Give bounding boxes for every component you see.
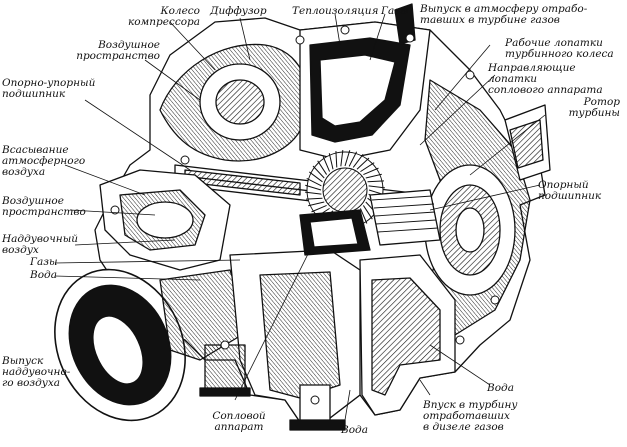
turbine-blade: [368, 185, 386, 189]
leader-lines: [54, 13, 546, 421]
turbine-blade: [335, 151, 338, 168]
turbine-blade: [322, 156, 331, 172]
turbine-blade: [356, 157, 370, 170]
turbine-blade: [305, 184, 322, 191]
label-gases-left: Газы: [30, 256, 58, 268]
label-turbine-rotor: Ротор турбины: [568, 96, 620, 119]
label-water-left: Вода: [30, 269, 57, 281]
turbine-blade: [363, 167, 379, 176]
label-compressor-wheel: Колесо компрессора: [127, 5, 200, 28]
label-exhaust-atmosphere: Выпуск в атмосферу отрабо- тавших в турб…: [420, 3, 588, 26]
turbine-blade: [306, 197, 323, 200]
turbine-blade: [308, 201, 325, 207]
turbine-blade: [306, 177, 322, 187]
turbine-blade: [344, 150, 351, 167]
turbine-blade: [309, 171, 323, 183]
turbine-blade: [304, 191, 322, 195]
label-thermal-insulation: Теплоизоляция: [292, 5, 379, 17]
turbine-blade: [340, 149, 344, 167]
turbine-blade: [362, 205, 373, 220]
label-support-bearing: Опорный подшипник: [538, 179, 602, 202]
turbine-blade: [328, 153, 334, 170]
label-gases-top: Газы: [381, 5, 409, 17]
label-boost-air-outlet: Выпуск наддувочно- го воздуха: [2, 355, 71, 389]
label-diffuser: Диффузор: [210, 5, 267, 17]
turbine-blade: [352, 154, 364, 168]
label-water-bottom: Вода: [341, 424, 368, 436]
turbine-blade: [311, 204, 327, 213]
turbine-blade: [312, 165, 325, 179]
label-nozzle: Сопловой аппарат: [212, 410, 266, 433]
turbine-blade: [317, 160, 328, 175]
label-air-space-left: Воздушное пространство: [2, 195, 86, 218]
foot-left: [204, 344, 246, 391]
label-turbine-inlet: Впуск в турбину отработавших в дизеле га…: [423, 399, 518, 433]
bolts: [110, 25, 500, 405]
turbine-blade: [367, 180, 384, 183]
label-boost-air: Наддувочный воздух: [2, 233, 79, 256]
label-guide-vanes: Направляющие лопатки соплового аппарата: [488, 62, 603, 96]
turbine-blade: [348, 151, 358, 167]
label-air-space-top: Воздушное пространство: [76, 39, 160, 62]
turbine-blade: [360, 162, 375, 173]
label-air-intake: Всасывание атмосферного воздуха: [2, 144, 86, 178]
label-thrust-bearing: Опорно-упорный подшипник: [2, 77, 96, 100]
turbine-blade: [365, 173, 382, 179]
label-rotor-blades: Рабочие лопатки турбинного колеса: [505, 37, 614, 60]
turbine-blade: [359, 208, 368, 224]
label-water-right: Вода: [487, 382, 514, 394]
